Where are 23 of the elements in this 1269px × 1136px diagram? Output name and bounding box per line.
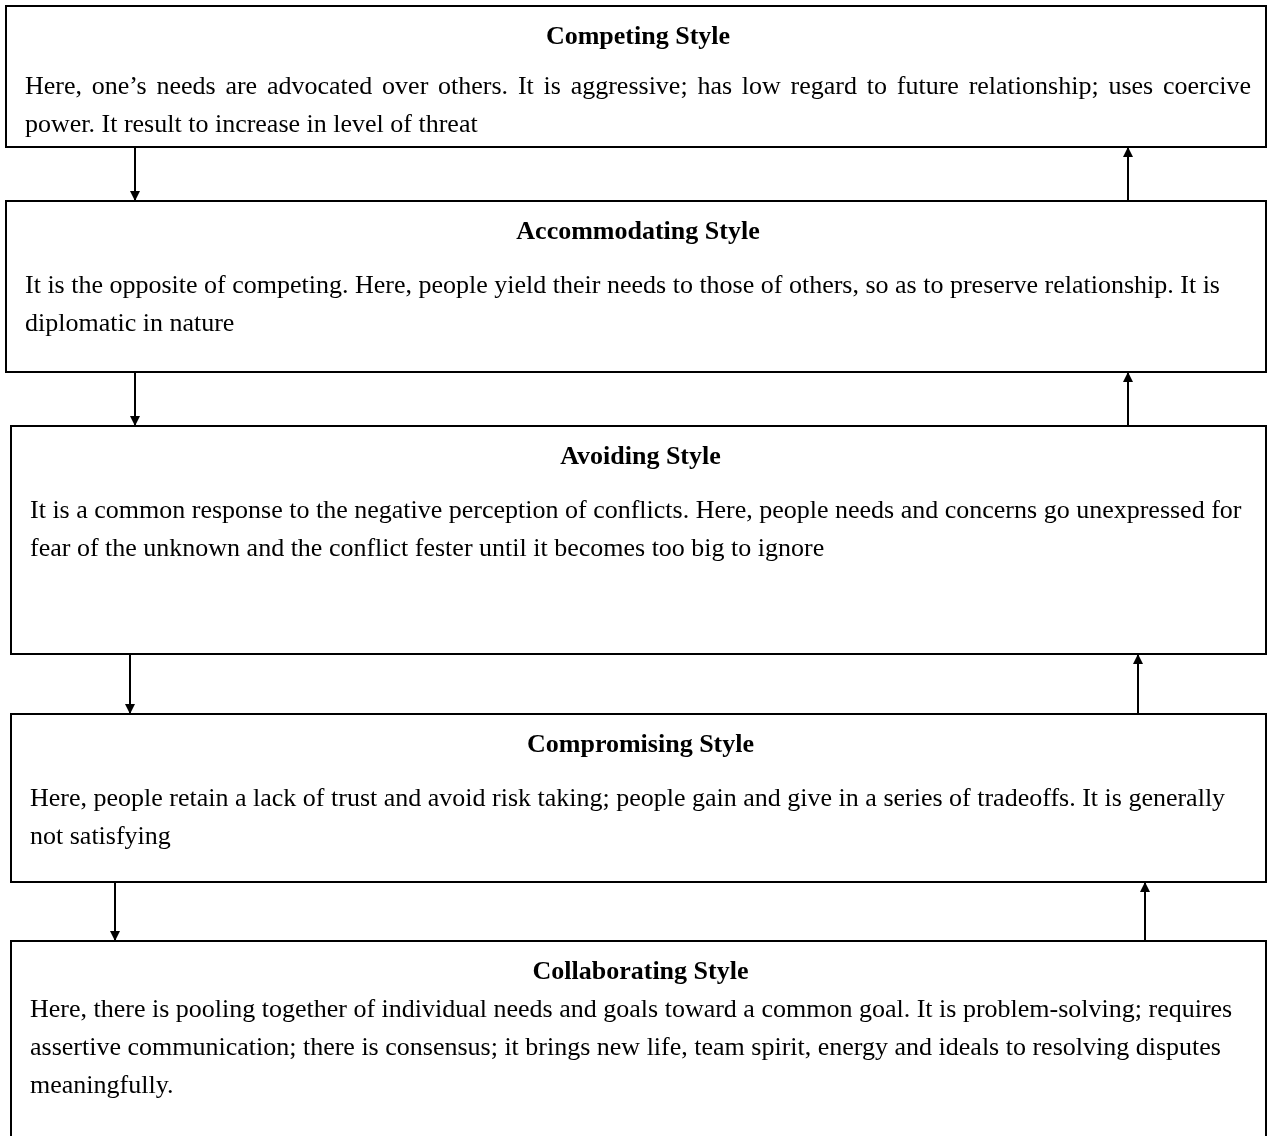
arrow — [1133, 654, 1143, 714]
arrow — [130, 147, 140, 201]
style-box — [10, 940, 1267, 1136]
arrow — [125, 654, 135, 714]
arrow — [130, 372, 140, 426]
box-description: It is the opposite of competing. Here, people yield their needs to those of others, so as to preserve relationship. It is diplomatic in nature — [25, 269, 1221, 339]
box-title: Avoiding Style — [559, 440, 722, 472]
style-box — [5, 200, 1267, 373]
box-description: Here, one’s needs are advocated over others. It is aggressive; has low regard to future relationship; uses coercive power. It result to increase in level of threat — [25, 70, 1251, 140]
box-title: Compromising Style — [526, 728, 755, 760]
style-box — [10, 713, 1267, 883]
arrow — [1123, 147, 1133, 201]
arrow — [110, 882, 120, 941]
box-description: It is a common response to the negative perception of conflicts. Here, people needs and concerns go unexpressed for fear of the unknown and the conflict fester until it becomes too big to ignore — [30, 494, 1243, 564]
style-box — [10, 425, 1267, 655]
box-description: Here, people retain a lack of trust and avoid risk taking; people gain and give in a series of tradeoffs. It is generally not satisfying — [30, 782, 1227, 852]
box-description: Here, there is pooling together of individual needs and goals toward a common goal. It is problem-solving; requires assertive communication; there is consensus; it brings new life, team spirit, energy and ideals to resolving disputes meaningfully. — [30, 993, 1234, 1101]
box-title: Accommodating Style — [515, 215, 761, 247]
style-box — [5, 5, 1267, 148]
box-title: Competing Style — [544, 20, 732, 52]
arrow — [1140, 882, 1150, 941]
arrow — [1123, 372, 1133, 426]
box-title: Collaborating Style — [531, 955, 750, 987]
